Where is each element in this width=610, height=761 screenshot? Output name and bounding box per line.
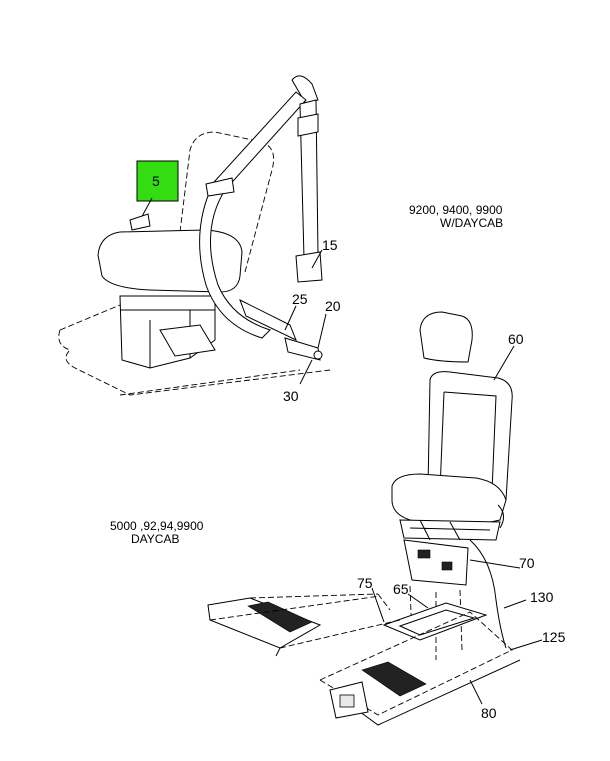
- seat-back-outline: [179, 131, 275, 273]
- callout-5[interactable]: 5: [152, 173, 160, 189]
- callout-125[interactable]: 125: [542, 629, 566, 645]
- headrest: [419, 311, 473, 363]
- seat-latch: [129, 213, 151, 231]
- callout-30[interactable]: 30: [283, 388, 299, 404]
- caption-lower-line1: 5000 ,92,94,9900: [110, 519, 204, 533]
- suspension-mechanism: [399, 519, 501, 541]
- callout-20[interactable]: 20: [325, 298, 341, 314]
- seat-cushion: [97, 229, 243, 293]
- buckle-bolt: [313, 350, 323, 360]
- shoulder-belt: [199, 91, 307, 339]
- callout-130[interactable]: 130: [530, 589, 554, 605]
- callout-60[interactable]: 60: [508, 331, 524, 347]
- caption-lower-line2: DAYCAB: [131, 532, 179, 546]
- seat-cushion-suspension: [391, 473, 507, 526]
- callout-25[interactable]: 25: [292, 291, 308, 307]
- retractor-housing: [295, 251, 323, 283]
- callout-5-highlight[interactable]: [136, 160, 179, 202]
- callout-75[interactable]: 75: [357, 575, 373, 591]
- floor-outline: [58, 304, 331, 396]
- mount-plate: [382, 602, 488, 641]
- lap-belt: [239, 298, 297, 342]
- suspension-seat-assembly: [207, 311, 543, 726]
- caption-upper-line2: W/DAYCAB: [440, 216, 503, 230]
- caption-upper-line1: 9200, 9400, 9900: [409, 203, 503, 217]
- buckle: [284, 337, 321, 361]
- callout-80[interactable]: 80: [481, 705, 497, 721]
- seat-riser: [159, 324, 216, 357]
- air-line: [469, 539, 507, 649]
- tread-grating-right: [361, 661, 427, 697]
- tread-grating-left: [247, 601, 313, 633]
- seat-base: [403, 539, 469, 586]
- callout-65[interactable]: 65: [393, 581, 409, 597]
- daycab-seat-assembly: [58, 75, 331, 396]
- step-tread-left: [207, 597, 322, 649]
- callout-15[interactable]: 15: [322, 237, 338, 253]
- belt-guide: [205, 177, 235, 197]
- belt-upper-anchor: [291, 75, 319, 105]
- callout-70[interactable]: 70: [519, 555, 535, 571]
- retractor-clip: [297, 113, 319, 137]
